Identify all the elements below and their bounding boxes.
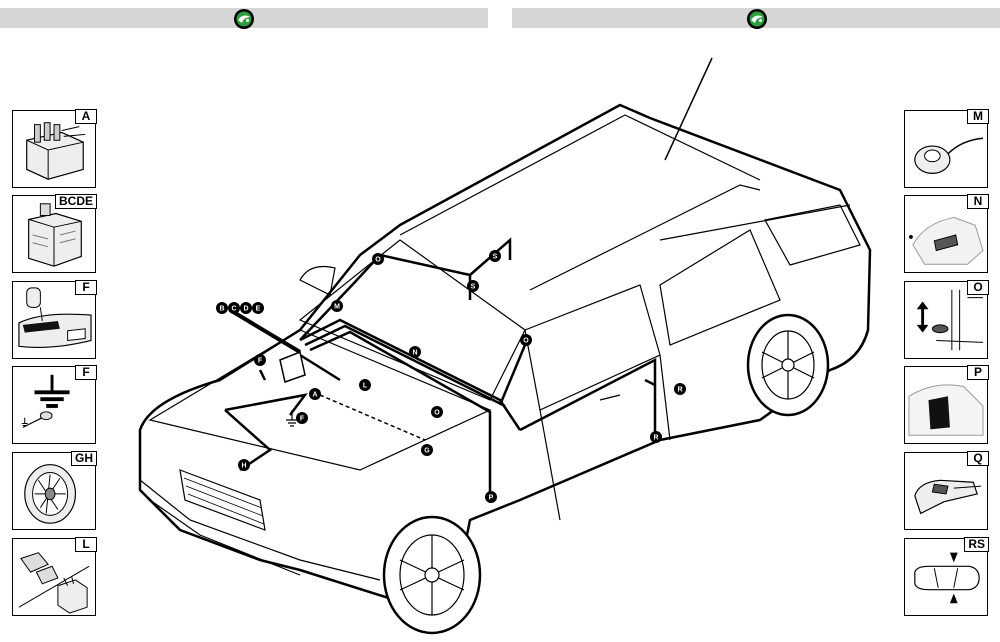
panel-label: N — [967, 194, 989, 209]
svg-text:A: A — [312, 392, 317, 399]
ground-point-icon — [21, 374, 70, 428]
callout-d: D — [240, 302, 252, 314]
callout-o-2: O — [520, 334, 532, 346]
panel-o-door-pillar[interactable]: O — [904, 280, 989, 359]
panel-m-mirror-connector[interactable]: M — [904, 109, 989, 188]
skoda-logo-icon — [747, 9, 767, 29]
car-wiring-diagram: B C D E F F H A G L N O O O M S S R R P — [138, 57, 872, 635]
callout-a: A — [309, 388, 321, 400]
panel-label: GH — [71, 451, 97, 466]
svg-text:O: O — [523, 338, 529, 345]
svg-text:O: O — [434, 410, 440, 417]
svg-text:D: D — [243, 306, 248, 313]
callout-f-lower: F — [296, 412, 308, 424]
panel-label: A — [75, 109, 97, 124]
panel-label: F — [75, 365, 97, 380]
callout-r-2: R — [650, 431, 662, 443]
door-pillar-icon — [916, 289, 984, 351]
panel-p-rear-panel[interactable]: P — [904, 365, 989, 444]
callout-s-2: S — [467, 280, 479, 292]
svg-text:C: C — [231, 306, 236, 313]
callout-n: N — [409, 346, 421, 358]
panel-label: P — [967, 365, 989, 380]
panel-n-headlight[interactable]: N — [904, 194, 989, 273]
relay-box — [279, 350, 306, 383]
skoda-logo-icon — [234, 9, 254, 29]
mirror-connector-icon — [914, 137, 984, 174]
callout-o-1: O — [372, 253, 384, 265]
callout-e: E — [252, 302, 264, 314]
callout-f-upper: F — [254, 354, 266, 366]
svg-text:R: R — [653, 435, 658, 442]
front-wheel — [382, 515, 482, 635]
callout-m: M — [331, 300, 343, 312]
svg-text:L: L — [363, 383, 368, 390]
svg-text:P: P — [489, 495, 494, 502]
svg-text:S: S — [471, 284, 476, 291]
callout-c: C — [228, 302, 240, 314]
svg-text:E: E — [256, 306, 261, 313]
panel-rs-car-top-view[interactable]: RS — [904, 537, 989, 616]
headlight-icon — [908, 216, 984, 265]
svg-text:R: R — [677, 387, 682, 394]
panel-f-engine-bay[interactable]: F — [12, 280, 97, 359]
panel-q-tail-light[interactable]: Q — [904, 451, 989, 530]
callout-p: P — [485, 491, 497, 503]
callout-h: H — [238, 459, 250, 471]
engine-bay-icon — [18, 287, 92, 348]
panel-label: F — [75, 280, 97, 295]
rear-wheel — [746, 313, 830, 417]
svg-text:N: N — [412, 350, 417, 357]
svg-text:B: B — [219, 306, 224, 313]
horn-icon — [24, 464, 77, 524]
svg-text:H: H — [241, 463, 246, 470]
panel-gh-horn[interactable]: GH — [12, 451, 97, 530]
tail-light-icon — [914, 479, 982, 515]
svg-text:F: F — [258, 358, 263, 365]
panel-label: M — [967, 109, 989, 124]
panel-label: BCDE — [54, 194, 97, 209]
panel-label: O — [967, 280, 989, 295]
panel-label: RS — [964, 537, 989, 552]
panel-bcde-relay-box[interactable]: BCDE — [12, 194, 97, 273]
svg-text:M: M — [334, 304, 340, 311]
callout-s-1: S — [489, 250, 501, 262]
panel-f-ground-point[interactable]: F — [12, 365, 97, 444]
svg-text:G: G — [424, 448, 430, 455]
connectors-icon — [18, 552, 90, 614]
fuse-box-icon — [26, 122, 86, 180]
svg-text:O: O — [375, 257, 381, 264]
callout-l: L — [359, 379, 371, 391]
panel-a-fuse-box[interactable]: A — [12, 109, 97, 188]
callout-r-1: R — [674, 383, 686, 395]
svg-text:S: S — [493, 254, 498, 261]
relay-box-icon — [28, 203, 82, 267]
callout-o-3: O — [431, 406, 443, 418]
panel-label: Q — [967, 451, 989, 466]
panel-l-connectors[interactable]: L — [12, 537, 97, 616]
callout-b: B — [216, 302, 228, 314]
callout-g: G — [421, 444, 433, 456]
panel-label: L — [75, 537, 97, 552]
svg-text:F: F — [300, 416, 305, 423]
car-top-view-icon — [914, 552, 980, 604]
rear-panel-icon — [908, 384, 984, 436]
